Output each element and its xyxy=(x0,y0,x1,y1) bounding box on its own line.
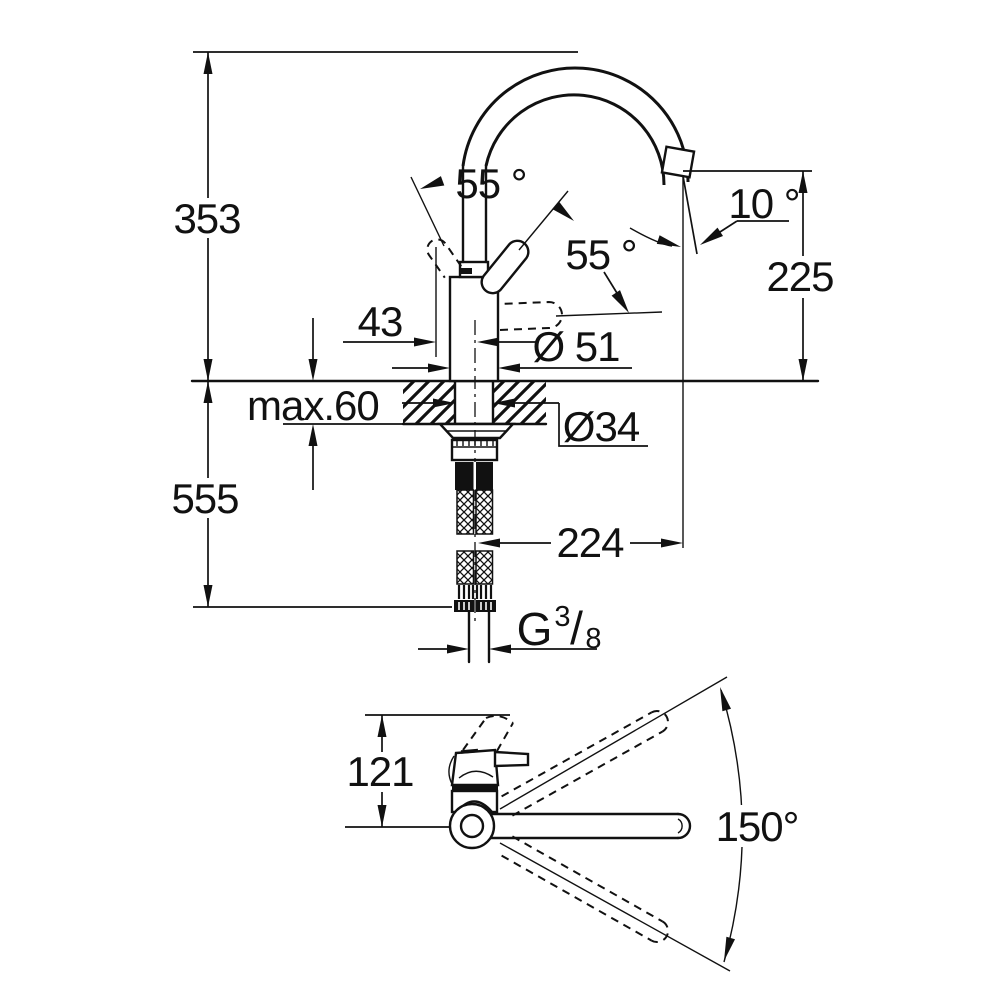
lower-range-line xyxy=(499,842,731,972)
label-spout-height: 225 xyxy=(766,253,833,300)
thread-denominator: 8 xyxy=(585,623,600,655)
arrowhead-icon xyxy=(552,201,574,221)
dim-handle-angle-top xyxy=(420,176,574,221)
arrowhead-icon xyxy=(420,176,445,189)
arrowhead-icon xyxy=(377,715,387,737)
outlet-axis-line xyxy=(682,175,698,255)
arrowhead-icon xyxy=(611,290,629,313)
gooseneck-outer-arc xyxy=(461,66,690,183)
label-overall-height: 353 xyxy=(173,195,240,242)
spout-arm-cap xyxy=(676,812,692,840)
label-handle-clearance: 43 xyxy=(358,298,403,345)
front-view xyxy=(190,51,820,664)
arrowhead-icon xyxy=(498,363,520,373)
arrowhead-icon xyxy=(203,381,213,403)
end-cap-slits xyxy=(458,602,492,610)
dim-outlet-angle xyxy=(629,175,789,255)
left-lever-axis-ext xyxy=(410,176,445,247)
arrowhead-icon xyxy=(433,398,455,408)
lever-tab xyxy=(493,750,530,768)
raised-lever-dash-right xyxy=(496,722,514,752)
pivot-inner-circle xyxy=(459,813,485,839)
arrowhead-icon xyxy=(478,538,500,548)
lever-body xyxy=(450,748,500,787)
label-body-diameter: Ø 51 xyxy=(532,323,619,370)
label-spout-reach: 224 xyxy=(556,519,624,566)
dim-handle-clearance xyxy=(343,247,537,357)
solid-lever-axis-ext xyxy=(518,190,569,251)
arrowhead-icon xyxy=(656,235,681,247)
handle-positions xyxy=(410,176,663,331)
label-outlet-angle: 10 ° xyxy=(728,180,799,227)
plan-faucet xyxy=(448,709,692,944)
arrowhead-icon xyxy=(724,936,735,961)
arrowhead-icon xyxy=(661,538,683,548)
lever-base-band xyxy=(452,785,498,791)
dim-handle-angle-side xyxy=(603,271,629,313)
dimension-labels: 353 555 max.60 43 Ø 51 Ø34 224 225 10 ° … xyxy=(171,160,834,850)
arrowhead-icon xyxy=(798,171,808,193)
arrowhead-icon xyxy=(428,363,450,373)
label-thread-size: G 3 / 8 xyxy=(517,601,602,655)
label-counter-thickness: max.60 xyxy=(247,382,379,429)
hose-braid-right-lower xyxy=(475,550,494,585)
hose-braid-right-upper xyxy=(475,489,494,535)
arrowhead-icon xyxy=(493,398,515,408)
body-column xyxy=(448,275,500,383)
label-swivel-range: 150° xyxy=(716,803,799,850)
dim-counter-thickness xyxy=(308,318,318,490)
dim-swivel-range xyxy=(499,676,743,972)
arrowhead-icon xyxy=(203,585,213,607)
leader-line xyxy=(558,403,648,447)
gooseneck-inner-arc xyxy=(484,93,666,186)
arrowhead-icon xyxy=(308,424,318,446)
hose-braid-left-upper xyxy=(456,489,475,535)
label-handle-height: 121 xyxy=(346,748,413,795)
faucet-body xyxy=(448,66,696,383)
plan-view xyxy=(345,676,743,972)
arrowhead-icon xyxy=(720,687,731,712)
dim-spout-reach xyxy=(478,176,684,548)
hose-crimp-ferrule xyxy=(457,585,493,599)
arrowhead-icon xyxy=(414,337,436,347)
handle-lever-dashed-open xyxy=(499,300,563,331)
thread-slash: / xyxy=(570,602,583,654)
raised-lever-dash-left xyxy=(462,717,487,751)
shank-slot xyxy=(473,462,476,490)
dim-body-diameter xyxy=(392,363,632,373)
open-lever-axis-ext xyxy=(555,311,663,317)
label-handle-side-angle: 55 ° xyxy=(565,231,636,278)
arrowhead-icon xyxy=(447,644,469,654)
arrowhead-icon xyxy=(377,805,387,827)
label-hole-diameter: Ø34 xyxy=(563,403,640,450)
thread-numerator: 3 xyxy=(554,601,569,633)
swivel-arm-dashed-lower xyxy=(501,835,669,944)
arrowhead-icon xyxy=(489,644,511,654)
lever-logo-mark xyxy=(460,748,479,754)
raised-lever-dash-cap xyxy=(485,714,514,724)
dim-hole-diameter xyxy=(402,398,648,447)
arrowhead-icon xyxy=(203,359,213,381)
swivel-arm-dashed-upper xyxy=(501,709,669,817)
spout-arm-cap-inner xyxy=(677,818,683,834)
arrowhead-icon xyxy=(700,227,723,245)
label-below-counter: 555 xyxy=(171,475,238,522)
arrowhead-icon xyxy=(798,359,808,381)
dim-thread-size xyxy=(418,644,597,654)
collar-mark xyxy=(461,268,472,274)
undercounter-assembly xyxy=(437,318,516,664)
hose-braid-left-lower xyxy=(456,550,475,585)
label-handle-open-angle: 55 ° xyxy=(455,160,526,207)
aerator-tip xyxy=(660,145,696,179)
upper-range-line xyxy=(499,676,728,810)
arrowhead-icon xyxy=(477,337,499,347)
lever-left-cap xyxy=(448,755,455,785)
handle-lever-dashed-left xyxy=(426,238,463,279)
thread-g: G xyxy=(517,603,552,655)
lever-inner-curve xyxy=(458,770,494,779)
handle-lever-solid xyxy=(480,239,530,295)
arrowhead-icon xyxy=(203,52,213,74)
arrowhead-icon xyxy=(308,359,318,381)
